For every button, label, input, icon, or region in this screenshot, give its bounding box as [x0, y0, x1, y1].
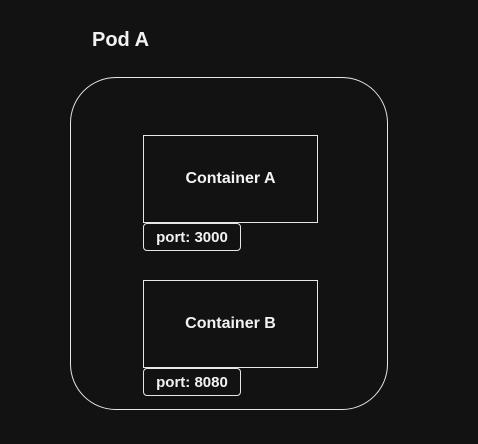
container-b-box: Container B [143, 280, 318, 368]
container-a-port-tag: port: 3000 [143, 223, 241, 251]
container-b-port-label: port: 8080 [156, 373, 228, 391]
container-b-label: Container B [185, 315, 276, 332]
pod-title: Pod A [92, 29, 150, 51]
container-a-box: Container A [143, 135, 318, 223]
container-a-port-label: port: 3000 [156, 228, 228, 246]
pod-boundary [70, 77, 388, 410]
container-b-port-tag: port: 8080 [143, 368, 241, 396]
container-a-label: Container A [185, 170, 276, 187]
